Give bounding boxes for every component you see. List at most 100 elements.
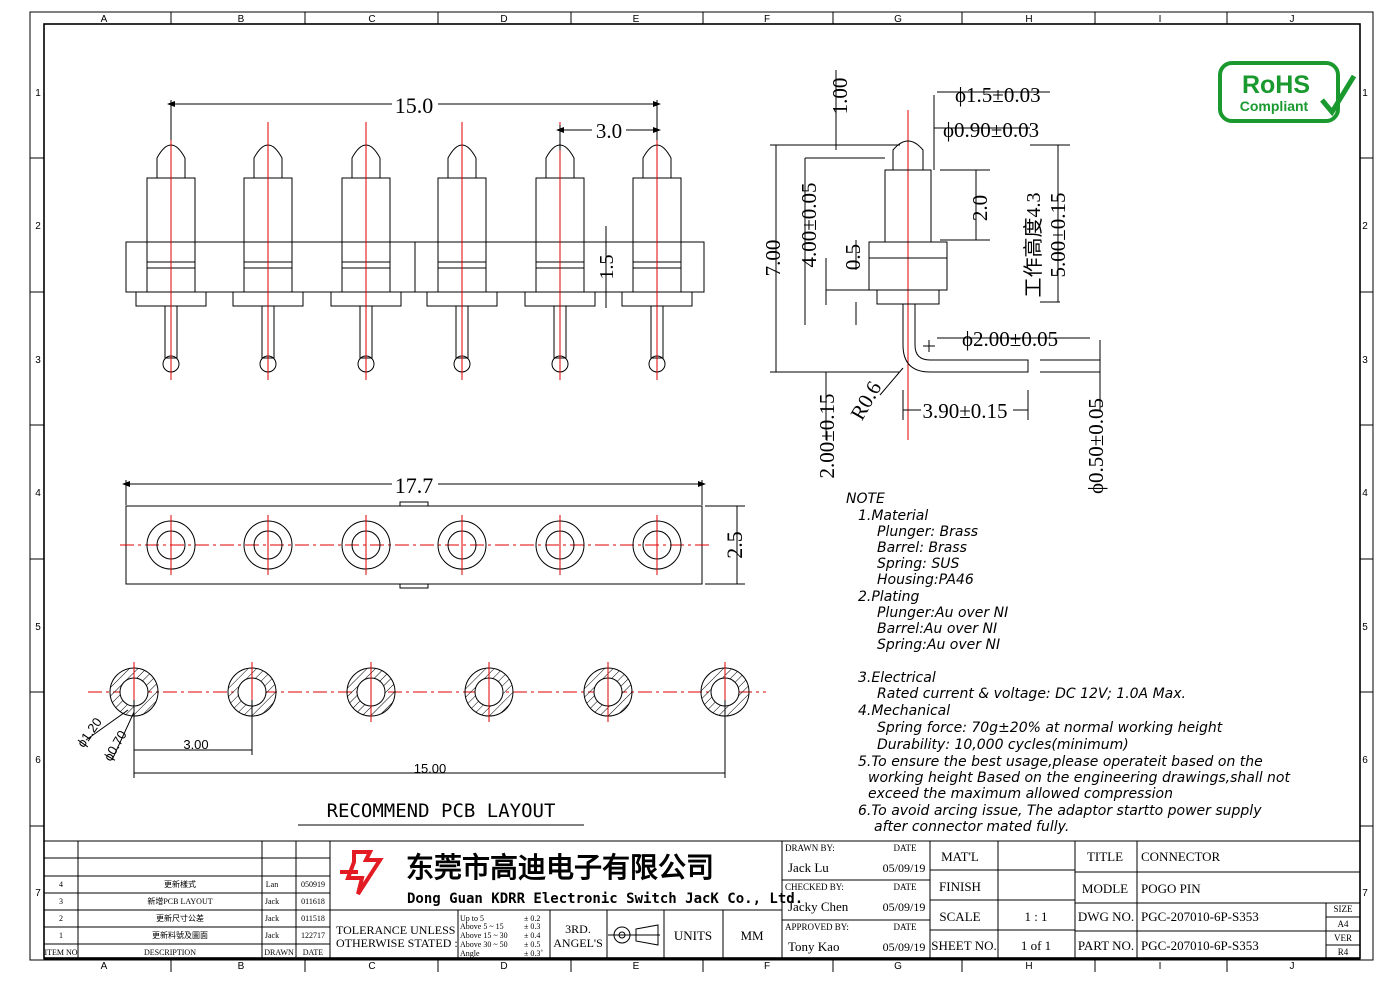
dim-front-1-5: 1.5 bbox=[596, 255, 618, 280]
dim-side-bottom: 2.00±0.15 bbox=[815, 393, 839, 478]
revision-drawn: Jack bbox=[265, 897, 279, 906]
revision-item: 2 bbox=[59, 914, 63, 923]
tolerance-range: Up to 5 bbox=[460, 914, 484, 923]
grid-col-label: G bbox=[894, 14, 902, 25]
side-view: 1.00 ϕ1.5±0.03 ϕ0.90±0.03 7.00 4.00±0.05… bbox=[761, 70, 1108, 494]
grid-col-label: C bbox=[368, 961, 375, 972]
dwg-label: DWG NO. bbox=[1078, 909, 1134, 924]
revision-date: 050919 bbox=[301, 880, 325, 889]
matl-label: MAT'L bbox=[941, 849, 979, 864]
rev-header-date: DATE bbox=[303, 948, 324, 957]
note-line: Barrel: Brass bbox=[877, 540, 967, 556]
pcb-pad-array bbox=[109, 662, 750, 722]
revision-date: 011518 bbox=[301, 914, 325, 923]
note-line: Barrel:Au over NI bbox=[877, 621, 997, 637]
rohs-border bbox=[1218, 61, 1340, 123]
dim-front-3: 3.0 bbox=[596, 119, 622, 143]
projection-symbol-icon bbox=[608, 924, 660, 946]
note-line: Plunger: Brass bbox=[877, 524, 978, 540]
pogo-pin bbox=[621, 122, 693, 380]
scale-value: 1 : 1 bbox=[1024, 909, 1047, 924]
housing-hole bbox=[535, 515, 585, 575]
pcb-pad bbox=[583, 662, 633, 722]
revision-desc: 新增PCB LAYOUT bbox=[147, 896, 212, 906]
revision-desc: 更新尺寸公差 bbox=[156, 913, 204, 923]
tolerance-value: ± 0.3˚ bbox=[524, 949, 543, 958]
note-line: 4.Mechanical bbox=[858, 703, 950, 719]
note-line: Plunger:Au over NI bbox=[877, 605, 1008, 621]
grid-labels: A B C D E F G H I J A B C D E F G H I J … bbox=[35, 14, 1368, 972]
dim-side-stroke: 2.0 bbox=[968, 195, 992, 221]
grid-row-label: 2 bbox=[1362, 221, 1368, 232]
grid-ticks bbox=[30, 12, 1373, 972]
dim-side-tail-dia: ϕ2.00±0.05 bbox=[962, 327, 1058, 351]
grid-col-label: J bbox=[1290, 961, 1295, 972]
revision-item: 4 bbox=[59, 880, 63, 889]
grid-row-label: 2 bbox=[35, 221, 41, 232]
size-label: SIZE bbox=[1334, 904, 1354, 914]
rohs-subtitle: Compliant bbox=[1240, 98, 1309, 114]
units-label: UNITS bbox=[674, 928, 712, 943]
housing-hole bbox=[632, 515, 682, 575]
pin-array-front bbox=[135, 122, 693, 380]
approval-date: 05/09/19 bbox=[883, 900, 926, 914]
dim-pcb-inner: ϕ0.70 bbox=[100, 728, 129, 764]
dim-side-total-height: 7.00 bbox=[761, 240, 785, 277]
tolerance-value: ± 0.3 bbox=[524, 922, 540, 931]
dim-side-tail-length: 3.90±0.15 bbox=[922, 399, 1007, 423]
model-label: MODLE bbox=[1082, 881, 1128, 896]
revision-date: 122717 bbox=[301, 931, 325, 940]
pcb-layout-title: RECOMMEND PCB LAYOUT bbox=[327, 800, 556, 822]
tolerance-value: ± 0.5 bbox=[524, 940, 540, 949]
rev-header-item: ITEM NO bbox=[44, 948, 77, 957]
dim-pcb-outer: ϕ1.20 bbox=[74, 715, 105, 750]
revision-drawn: Lan bbox=[266, 880, 278, 889]
dim-side-flange: 0.5 bbox=[841, 244, 865, 270]
note-line: Housing:PA46 bbox=[877, 572, 974, 588]
finish-label: FINISH bbox=[939, 879, 981, 894]
dim-side-pin-dia: ϕ0.50±0.05 bbox=[1084, 398, 1108, 494]
note-line: 5.To ensure the best usage,please operat… bbox=[858, 754, 1263, 770]
grid-col-label: G bbox=[894, 961, 902, 972]
note-line: Durability: 10,000 cycles(minimum) bbox=[877, 737, 1129, 753]
dim-bottom-2-5: 2.5 bbox=[722, 531, 747, 559]
ver-label: VER bbox=[1334, 933, 1352, 943]
approval-date: 05/09/19 bbox=[883, 940, 926, 954]
grid-col-label: J bbox=[1290, 14, 1295, 25]
note-line: 1.Material bbox=[858, 508, 928, 524]
pcb-pad bbox=[700, 662, 750, 722]
sheet-label: SHEET NO. bbox=[931, 938, 996, 953]
housing-hole bbox=[243, 515, 293, 575]
dim-pcb-total: 15.00 bbox=[414, 761, 447, 776]
pcb-pad bbox=[227, 662, 277, 722]
dim-side-radius: R0.6 bbox=[845, 377, 886, 424]
grid-row-label: 1 bbox=[35, 88, 41, 99]
note-line: 6.To avoid arcing issue, The adaptor sta… bbox=[858, 803, 1262, 819]
grid-col-label: A bbox=[101, 961, 108, 972]
approval-date-label: DATE bbox=[894, 882, 917, 892]
rev-header-drawn: DRAWN bbox=[264, 948, 294, 957]
note-line: Spring force: 70g±20% at normal working … bbox=[877, 720, 1223, 736]
grid-row-label: 6 bbox=[1362, 755, 1368, 766]
dim-side-height-tol: 5.00±0.15 bbox=[1046, 192, 1070, 277]
hole-array-bottom bbox=[146, 515, 682, 575]
pogo-pin bbox=[426, 122, 498, 380]
tolerance-range: Above 5 ~ 15 bbox=[460, 922, 504, 931]
part-label: PART NO. bbox=[1078, 938, 1134, 953]
grid-row-label: 5 bbox=[35, 622, 41, 633]
grid-row-label: 5 bbox=[1362, 622, 1368, 633]
approval-name: Jack Lu bbox=[788, 860, 829, 875]
grid-col-label: H bbox=[1025, 961, 1032, 972]
housing-hole bbox=[437, 515, 487, 575]
note-line: 3.Electrical bbox=[858, 670, 936, 686]
note-line: Rated current & voltage: DC 12V; 1.0A Ma… bbox=[877, 686, 1186, 702]
note-line: after connector mated fully. bbox=[874, 819, 1069, 835]
company-logo bbox=[340, 850, 384, 896]
